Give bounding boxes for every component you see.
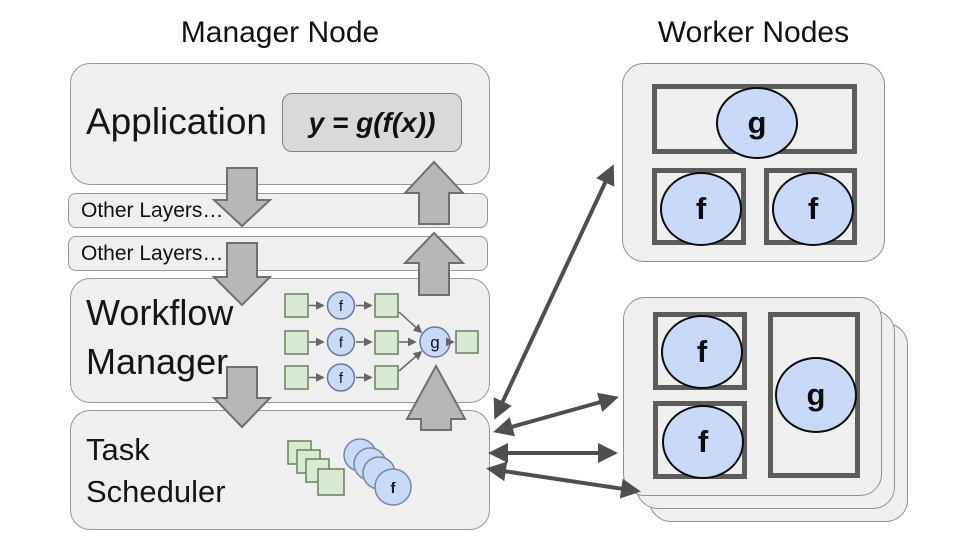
dag-input-square-1	[284, 293, 309, 318]
dag-output-square	[455, 330, 479, 354]
down-arrow-layers-to-workflow	[211, 242, 273, 307]
dag-mid-square-1	[374, 293, 399, 318]
down-arrow-app-to-layers	[211, 167, 273, 228]
worker2-f-label-1: f	[696, 334, 708, 369]
dag-input-square-3	[284, 365, 309, 390]
up-arrow-layers-to-app	[402, 160, 466, 225]
worker2-f-label-2: f	[697, 424, 709, 459]
link-scheduler-worker2-c	[486, 461, 641, 499]
other-layers-label-1: Other Layers…	[81, 198, 224, 222]
dag-mid-square-3	[374, 365, 399, 390]
other-layers-label-2: Other Layers…	[81, 241, 224, 265]
up-arrow-scheduler-to-workflow	[405, 363, 467, 431]
worker-nodes-title: Worker Nodes	[657, 16, 850, 49]
down-arrow-workflow-to-scheduler	[211, 366, 273, 429]
task-queue: f	[287, 438, 412, 506]
queued-data-square	[317, 468, 345, 496]
worker1-g-circle: g	[716, 87, 798, 159]
queued-task-label: f	[391, 480, 397, 497]
worker1-f-label-2: f	[807, 191, 819, 226]
task-scheduler-label-line2: Scheduler	[86, 474, 226, 509]
workflow-manager-label-line1: Workflow	[86, 292, 234, 333]
worker1-f-circle-2: f	[772, 172, 854, 246]
application-label: Application	[86, 101, 268, 142]
dag-link	[398, 311, 423, 334]
worker2-g-circle: g	[775, 357, 857, 433]
link-scheduler-worker1	[493, 164, 615, 420]
workflow-manager-label-line2: Manager	[86, 341, 229, 382]
worker-node-2: f f g	[623, 297, 882, 496]
worker2-f-circle-2: f	[662, 405, 744, 479]
dag-f-circle-1	[326, 291, 356, 320]
task-scheduler-label: Task Scheduler	[86, 429, 226, 513]
up-arrow-workflow-to-layers	[402, 231, 466, 296]
workflow-manager-label: Workflow Manager	[86, 288, 233, 386]
queued-task-circle-front	[374, 468, 412, 506]
worker2-f-circle-1: f	[661, 315, 743, 389]
formula-text: y = g(f(x))	[308, 106, 436, 138]
dag-g-label: g	[430, 333, 439, 352]
worker1-f-circle-1: f	[660, 172, 742, 246]
worker2-g-slot	[768, 312, 860, 478]
dag-f-circle-2	[326, 327, 356, 357]
dag-f-label-1: f	[339, 298, 344, 315]
dag-f-circle-3	[326, 363, 356, 392]
worker-node-1: g f f	[622, 63, 885, 262]
task-scheduler-label-line1: Task	[86, 432, 150, 467]
dag-link	[398, 350, 423, 372]
dag-f-label-3: f	[339, 370, 344, 387]
worker1-g-label: g	[747, 105, 767, 140]
worker1-f-label-1: f	[695, 191, 707, 226]
link-scheduler-worker2-a	[493, 392, 619, 437]
manager-node-title: Manager Node	[180, 16, 380, 49]
worker2-g-label: g	[806, 377, 826, 412]
dag-input-square-2	[284, 330, 309, 355]
formula-box: y = g(f(x))	[282, 93, 462, 152]
workflow-dag: f f f g	[284, 291, 479, 392]
dag-mid-square-2	[374, 330, 399, 355]
dag-f-label-2: f	[339, 335, 344, 352]
